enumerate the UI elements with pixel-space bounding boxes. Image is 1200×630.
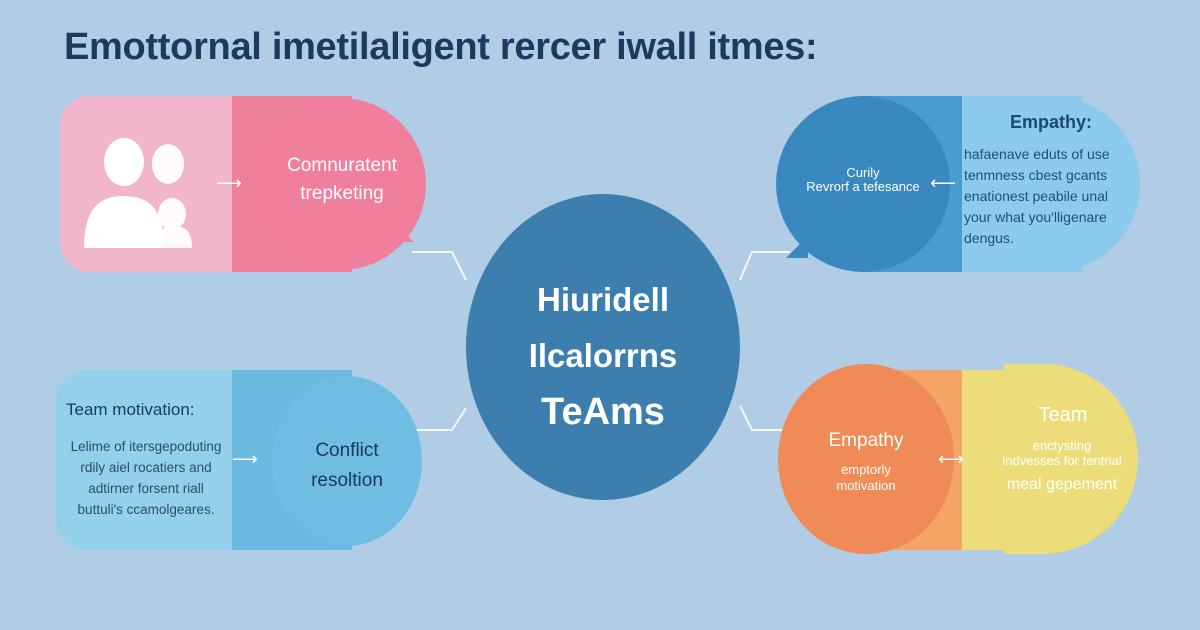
- card-top-right-body-line: your what you'lligenare: [964, 209, 1107, 225]
- card-bottom-right-circle-label: emptorly motivation: [782, 462, 950, 494]
- center-node: Hiuridell Ilcalorrns TeAms: [466, 194, 740, 500]
- card-bottom-left-circle-line: resoltion: [311, 470, 383, 491]
- center-label-line: Hiuridell: [536, 281, 670, 318]
- card-top-right-body-line: tenmness cbest gcants: [964, 167, 1108, 183]
- card-top-right-body-line: enationest peabile unal: [964, 188, 1109, 204]
- card-bottom-left-circle: [272, 376, 422, 546]
- arrow-both-icon: ⟷: [938, 449, 964, 470]
- card-bottom-left-body-line: Lelime of itersgepoduting: [70, 439, 222, 454]
- card-top-left-label: Comnuratent trepketing: [272, 152, 412, 208]
- card-top-right-body-line: dengus.: [964, 230, 1014, 246]
- card-bottom-left-heading: Team motivation:: [66, 400, 195, 419]
- card-bottom-left-body-line: rdily aiel rocatiers and: [80, 460, 212, 475]
- card-bottom-left-body: Lelime of itersgepoduting rdily aiel roc…: [60, 436, 232, 520]
- card-top-right-body: hafaenave eduts of use tenmness cbest gc…: [964, 144, 1134, 249]
- card-top-right-circle-label: Curily Revrorf a tefesance: [776, 166, 950, 194]
- arrow-right-icon: ⟶: [216, 173, 242, 194]
- arrow-right-icon: ⟶: [232, 449, 258, 470]
- card-top-left-label-line: trepketing: [300, 183, 384, 204]
- card-top-right-circle-line: Curily: [846, 165, 880, 180]
- card-bottom-left-body-line: buttuli's ccamolgeares.: [77, 502, 215, 517]
- card-bottom-left-panel: [56, 370, 232, 550]
- connector-bottom-right: [739, 405, 790, 431]
- card-top-right-heading: Empathy:: [1009, 112, 1092, 132]
- card-bottom-right-body-line: indvesses for tentrial: [1002, 453, 1122, 468]
- card-top-right-circle-line: Revrorf a tefesance: [806, 179, 920, 194]
- card-bottom-left-body-line: adtirner forsent riall: [88, 481, 204, 496]
- card-bottom-right-circle-line: emptorly: [841, 462, 891, 477]
- center-label: Hiuridell Ilcalorrns TeAms: [466, 272, 740, 440]
- card-bottom-right-heading: Team: [1038, 404, 1088, 426]
- card-bottom-left-circle-line: Conflict: [315, 440, 379, 461]
- connector-top-left: [412, 251, 467, 281]
- card-top-left-circle: [256, 98, 426, 270]
- center-label-line: TeAms: [541, 391, 665, 433]
- card-bottom-right-body-line: enctysting: [1032, 438, 1092, 453]
- card-top-right-circle: [776, 96, 950, 272]
- card-top-right-body-line: hafaenave eduts of use: [964, 146, 1110, 162]
- card-bottom-right-circle-line: motivation: [836, 478, 896, 493]
- card-bottom-right-body: enctysting indvesses for tentrial: [986, 438, 1138, 468]
- card-bottom-left-circle-label: Conflict resoltion: [284, 436, 410, 496]
- center-label-line: Ilcalorrns: [528, 337, 678, 374]
- card-bottom-right-circle: [778, 364, 954, 554]
- connector-top-right: [739, 251, 790, 281]
- connector-bottom-left: [412, 407, 467, 431]
- card-bottom-right-circle-title: Empathy: [828, 430, 904, 451]
- card-bottom-right-body-last: meal gepement: [1006, 476, 1118, 493]
- people-icon: [84, 138, 192, 248]
- arrow-left-icon: ⟵: [930, 173, 956, 194]
- card-top-left-label-line: Comnuratent: [287, 155, 397, 176]
- page-title: Emottornal imetilaligent rercer iwall it…: [64, 26, 818, 68]
